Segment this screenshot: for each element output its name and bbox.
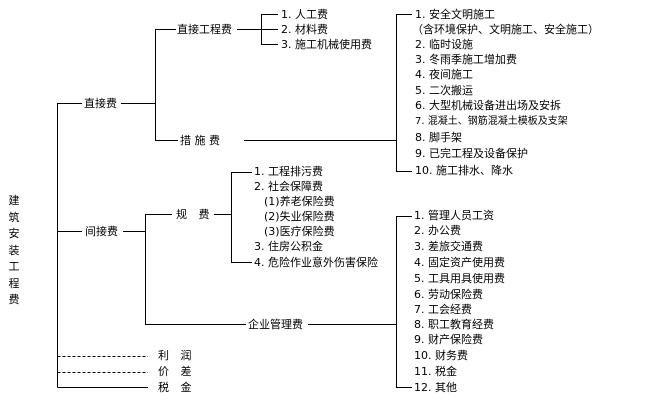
tax-node: 税 金 bbox=[158, 381, 196, 394]
measures-cost-node: 措 施 费 bbox=[180, 134, 220, 147]
enterprise-item: 9. 财产保险费 bbox=[414, 333, 483, 346]
measure-item-note: （含环境保护、文明施工、安全施工） bbox=[412, 23, 599, 36]
enterprise-item: 6. 劳动保险费 bbox=[414, 288, 483, 301]
root-char: 筑 bbox=[8, 210, 20, 224]
measure-item: 4. 夜间施工 bbox=[415, 68, 473, 81]
measure-item: 8. 脚手架 bbox=[415, 131, 462, 144]
price-diff-node: 价 差 bbox=[158, 365, 196, 378]
enterprise-item: 12. 其他 bbox=[414, 381, 457, 394]
enterprise-item: 11. 税金 bbox=[414, 365, 457, 378]
measure-item: 2. 临时设施 bbox=[415, 38, 473, 51]
enterprise-item: 7. 工会经费 bbox=[414, 303, 472, 316]
enterprise-item: 8. 职工教育经费 bbox=[414, 318, 494, 331]
fee-sub-item: (1)养老保险费 bbox=[264, 195, 335, 208]
enterprise-item: 1. 管理人员工资 bbox=[414, 209, 494, 222]
indirect-cost-node: 间接费 bbox=[85, 225, 118, 238]
engineering-item: 1. 人工费 bbox=[281, 8, 328, 21]
measure-item: 10. 施工排水、降水 bbox=[415, 164, 513, 177]
enterprise-item: 10. 财务费 bbox=[414, 349, 468, 362]
enterprise-item: 2. 办公费 bbox=[414, 224, 461, 237]
root-char: 程 bbox=[8, 276, 20, 290]
fee-item: 4. 危险作业意外伤害保险 bbox=[254, 256, 378, 269]
root-char: 工 bbox=[8, 260, 20, 273]
direct-cost-node: 直接费 bbox=[84, 97, 117, 110]
root-char: 装 bbox=[8, 243, 20, 257]
fee-item: 3. 住房公积金 bbox=[254, 240, 323, 253]
fee-sub-item: (2)失业保险费 bbox=[264, 210, 335, 223]
root-char: 安 bbox=[8, 227, 20, 240]
regulatory-fees-node: 规 费 bbox=[176, 208, 214, 221]
enterprise-item: 3. 差旅交通费 bbox=[414, 240, 483, 253]
measure-item: 7. 混凝土、钢筋混凝土模板及支架 bbox=[415, 116, 568, 127]
fee-item: 1. 工程排污费 bbox=[254, 165, 323, 178]
root-char: 费 bbox=[8, 293, 20, 306]
profit-node: 利 润 bbox=[158, 349, 196, 362]
measure-item: 3. 冬雨季施工增加费 bbox=[415, 53, 517, 66]
engineering-item: 3. 施工机械使用费 bbox=[281, 38, 372, 51]
enterprise-item: 4. 固定资产使用费 bbox=[414, 256, 505, 269]
engineering-item: 2. 材料费 bbox=[281, 23, 328, 36]
root-title: 建 筑 安 装 工 程 费 bbox=[7, 193, 21, 309]
fee-sub-item: (3)医疗保险费 bbox=[264, 225, 335, 238]
fee-item: 2. 社会保障费 bbox=[254, 180, 323, 193]
measure-item: 6. 大型机械设备进出场及安拆 bbox=[415, 99, 561, 112]
measure-item: 9. 已完工程及设备保护 bbox=[415, 147, 528, 160]
root-char: 建 bbox=[8, 194, 20, 207]
engineering-cost-node: 直接工程费 bbox=[177, 23, 232, 36]
enterprise-management-node: 企业管理费 bbox=[248, 318, 303, 331]
enterprise-item: 5. 工具用具使用费 bbox=[414, 272, 505, 285]
measure-item: 5. 二次搬运 bbox=[415, 84, 473, 97]
measure-item: 1. 安全文明施工 bbox=[415, 8, 495, 21]
